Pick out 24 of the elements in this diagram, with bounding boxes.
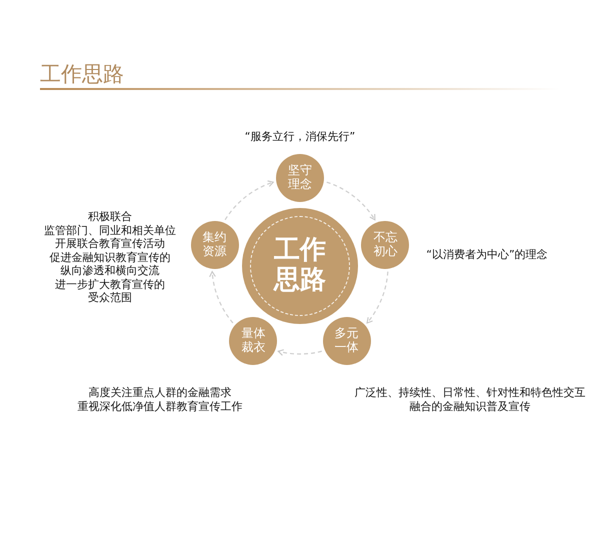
caption-text: 开展联合教育宣传活动 [54, 237, 166, 250]
step-circle: 多元一体 [322, 316, 371, 365]
caption-text: 重视深化低净值人群教育宣传工作 [76, 400, 244, 413]
page-title: 工作思路 [40, 61, 124, 88]
cycle-arrow [278, 348, 322, 356]
caption-text: 促进金融知识教育宣传的 [48, 250, 172, 264]
step-circle: 坚守理念 [276, 154, 324, 202]
caption-text: 受众范围 [87, 291, 133, 304]
caption-text: 纵向渗透和横向交流 [60, 264, 160, 278]
caption-text: 高度关注重点人群的金融需求 [88, 386, 232, 400]
caption-text: 积极联合 [87, 210, 133, 224]
cycle-arrow [209, 271, 234, 324]
caption-text: “服务立行，消保先行” [244, 130, 356, 144]
cycle-arrow [224, 180, 274, 220]
step-circle: 量体裁衣 [229, 316, 278, 365]
cycle-arrow [366, 272, 388, 324]
caption-text: “以消费者为中心”的理念 [425, 248, 549, 262]
center-circle: 工作思路 [242, 208, 358, 324]
step-circle: 不忘初心 [361, 220, 410, 269]
caption-text: 监管部门、同业和相关单位 [43, 224, 177, 237]
caption-text: 进一步扩大教育宣传的 [54, 278, 166, 291]
step-circle: 集约资源 [190, 220, 239, 269]
cycle-arrow [326, 182, 376, 220]
caption-text: 广泛性、持续性、日常性、针对性和特色性交互融合的金融知识普及宣传 [354, 386, 586, 413]
